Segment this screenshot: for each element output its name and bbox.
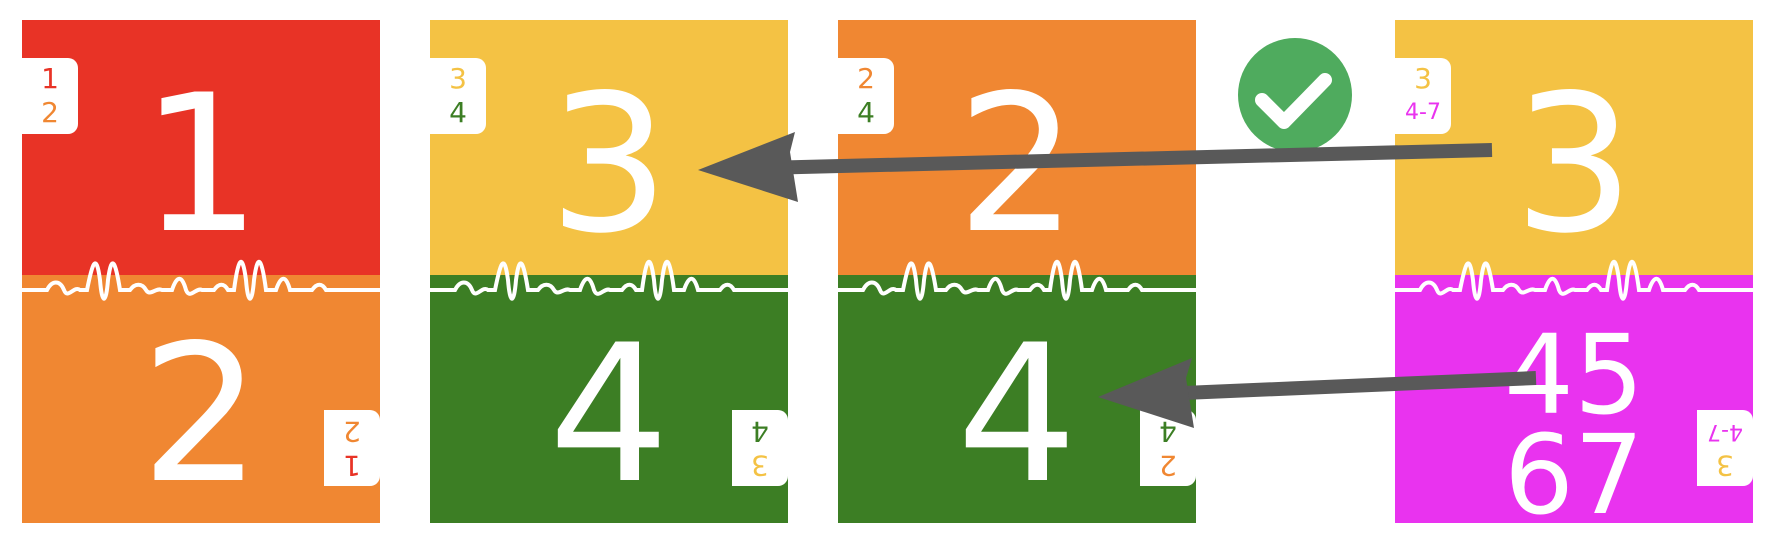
card-4-bottom-number-line2: 67 <box>1504 411 1644 523</box>
card-2-bottom-half <box>430 275 788 523</box>
corner-top-value: 3 <box>751 449 769 482</box>
checkmark-icon <box>1238 38 1352 152</box>
card-4-corner-index: 3 4-7 <box>1395 58 1451 134</box>
wavy-divider <box>838 259 1196 301</box>
card-1-top-number: 1 <box>140 54 262 275</box>
corner-bottom-value: 4 <box>857 96 875 129</box>
corner-bottom-value: 2 <box>41 96 59 129</box>
card-2-corner-index-rotated: 3 4 <box>732 410 788 486</box>
card-2-corner-index: 3 4 <box>430 58 486 134</box>
card-1-top-half <box>22 20 380 275</box>
card-2-top-number: 3 <box>548 54 670 275</box>
card-1[interactable]: 1 2 1 2 1 2 <box>22 20 380 523</box>
card-1-corner-index-rotated: 1 2 <box>324 410 380 486</box>
corner-top-value: 1 <box>41 62 59 95</box>
corner-top-value: 3 <box>1414 62 1432 95</box>
corner-bottom-value: 4-7 <box>1405 100 1441 125</box>
wavy-divider <box>430 259 788 301</box>
card-1-bottom-half <box>22 275 380 523</box>
card-1-corner-index: 1 2 <box>22 58 78 134</box>
corner-top-value: 1 <box>343 449 361 482</box>
corner-bottom-value: 2 <box>343 415 361 448</box>
card-4[interactable]: 3 45 67 3 4-7 3 4-7 <box>1395 20 1753 523</box>
card-1-bottom-number: 2 <box>140 304 262 523</box>
corner-top-value: 3 <box>449 62 467 95</box>
corner-bottom-value: 4 <box>1159 415 1177 448</box>
card-3-corner-index: 2 4 <box>838 58 894 134</box>
corner-bottom-value: 4 <box>751 415 769 448</box>
corner-bottom-value: 4-7 <box>1707 419 1743 444</box>
card-3[interactable]: 2 4 2 4 2 4 <box>838 20 1196 523</box>
card-2-bottom-number: 4 <box>548 304 670 523</box>
corner-top-value: 2 <box>1159 449 1177 482</box>
corner-top-value: 3 <box>1716 449 1734 482</box>
corner-top-value: 2 <box>857 62 875 95</box>
wavy-divider <box>22 259 380 301</box>
corner-bottom-value: 4 <box>449 96 467 129</box>
card-3-bottom-number: 4 <box>956 304 1078 523</box>
wavy-divider <box>1395 259 1753 301</box>
card-3-corner-index-rotated: 2 4 <box>1140 410 1196 486</box>
card-4-top-number: 3 <box>1513 54 1635 275</box>
card-2[interactable]: 3 4 3 4 3 4 <box>430 20 788 523</box>
card-4-corner-index-rotated: 3 4-7 <box>1697 410 1753 486</box>
